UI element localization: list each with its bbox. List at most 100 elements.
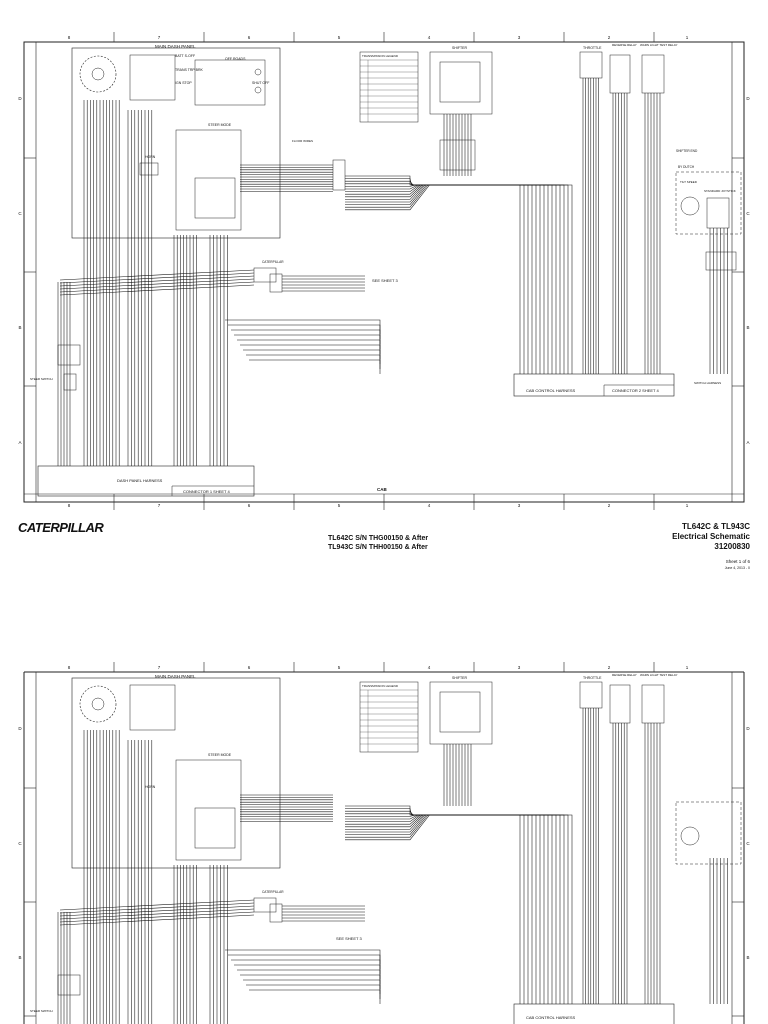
column-label: 4 [428,503,431,508]
floor-wires-label: FLOOR WIRES [292,139,313,143]
tilt-speed-label: TILT SPEED [680,180,698,184]
sheet2-main-dash-label: MAIN DASH PANEL [155,674,196,679]
switch-harness-label: SWITCH HARNESS [694,381,721,385]
column-label: 3 [518,35,521,40]
wire [59,905,255,917]
wire [59,275,255,287]
row-label: D [18,726,22,731]
sheet2-trans-legend: TRANSMISSION LEGEND [362,684,399,688]
title-block: CATERPILLAR TL642C S/N THG00150 & After … [18,520,751,570]
column-label: 2 [608,35,611,40]
batt-label: BATT S-OFF [175,54,195,58]
column-label: 8 [68,503,71,508]
wire [345,184,565,374]
part-number: 31200830 [714,542,750,551]
sheet2-warn-relay-label: WARN LIGHT TEST RELAY [640,673,678,677]
wire [345,178,525,374]
dash-panel-harness-box [37,465,255,497]
column-label: 2 [608,503,611,508]
joystick-area [675,171,742,235]
wire [59,899,255,911]
warn-relay-box [641,54,665,94]
wire [59,269,255,281]
sheet2-shifter-label: SHIFTER [452,676,467,680]
wire [345,805,521,1004]
caterpillar-logo: CATERPILLAR [18,520,104,535]
floor-connector [332,159,346,191]
ign-stop-label: IGN STOP [175,81,192,85]
sheet2-throttle-label: THROTTLE [583,676,602,680]
column-label: 8 [68,35,71,40]
gauge-symbol [79,55,117,93]
sheet2-row-labels-left: DCB [18,726,22,960]
wire [345,814,557,1004]
wire [345,814,561,1004]
model-line-1: TL642C S/N THG00150 & After [328,535,428,542]
column-grid-top [113,32,655,510]
column-label: 5 [338,35,341,40]
title-line-2: Electrical Schematic [672,532,750,541]
shifter-label: SHIFTER [452,46,467,50]
column-label: 5 [338,665,341,670]
row-label: D [746,96,750,101]
wire [345,184,573,374]
wire [345,808,525,1004]
row-label: C [746,211,750,216]
wire [59,914,255,926]
row-label: D [746,726,750,731]
sheet2-steer-switch-label: STEER SWITCH [30,1009,53,1013]
wire [59,278,255,290]
row-label: A [746,440,749,445]
wire [345,175,521,374]
column-label: 7 [158,503,161,508]
warn-relay-label: WARN LIGHT TEST RELAY [640,43,678,47]
column-label: 3 [518,665,521,670]
sheet2-caterpillar-label: CATERPILLAR [262,890,284,894]
wire [345,184,537,374]
by-dutch-label: BY DUTCH [678,165,695,169]
connector2-label: CONNECTOR 2 SHEET 4 [612,388,660,393]
shut-off-label: SHUT OFF [252,81,269,85]
steer-mode-box [175,129,242,231]
cab-control-harness-label: CAB CONTROL HARNESS [526,388,576,393]
column-label: 5 [338,503,341,508]
column-label: 1 [686,503,689,508]
row-label: D [18,96,22,101]
off-roads-label: OFF ROADS [225,57,246,61]
joystick-label: STANDARD JOYSTICK [704,189,736,193]
sheet-number: Sheet 1 of 6 [726,559,751,564]
see-sheet-3-label: SEE SHEET 3 [372,278,398,283]
wire [59,911,255,923]
horn-label: HORN [145,155,156,159]
row-label: B [746,325,749,330]
shifter-end-label: SHIFTER END [676,149,698,153]
sheet2-wire-bundles [57,708,728,1024]
wire [345,814,569,1004]
wire-bundles [57,78,728,466]
wire [249,359,381,374]
dash-panel-harness-label: DASH PANEL HARNESS [117,478,163,483]
caterpillar-connector [253,267,277,283]
model-line-2: TL943C S/N THH00150 & After [328,544,428,551]
row-label: C [746,841,750,846]
column-label: 1 [686,35,689,40]
wire [345,810,529,1004]
reverse-relay-label: REVERSE RELAY [612,43,637,47]
wire [59,908,255,920]
caterpillar-connector-label: CATERPILLAR [262,260,284,264]
row-label: A [18,440,21,445]
wire [345,814,565,1004]
column-label: 4 [428,35,431,40]
wire [59,284,255,296]
main-dash-panel-box [71,47,281,239]
connector1-label: CONNECTOR 1 SHEET 4 [183,489,231,494]
column-label: 6 [248,35,251,40]
wire [59,281,255,293]
wire [59,902,255,914]
